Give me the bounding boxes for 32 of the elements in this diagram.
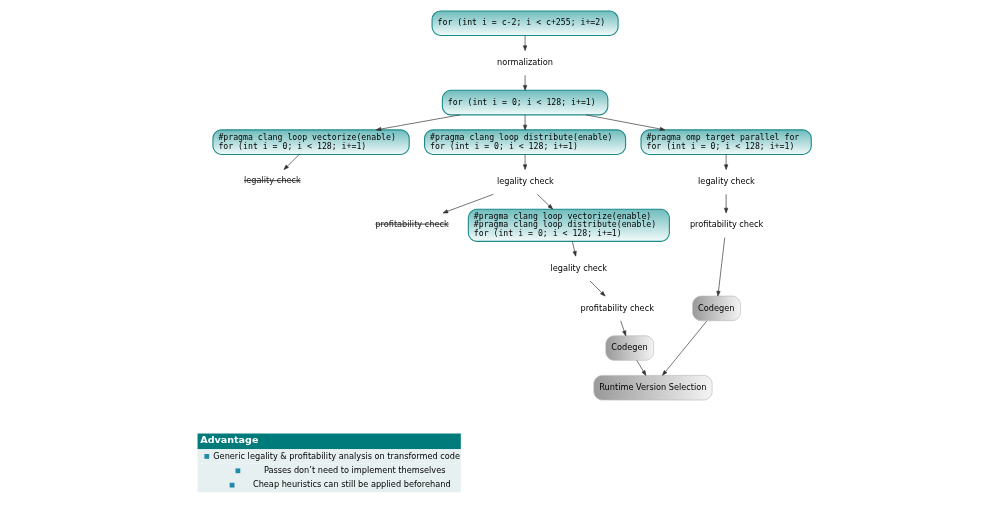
node-text: legality check [549, 262, 607, 273]
node-text: legality check [697, 176, 755, 186]
node-text: profitability check [579, 302, 654, 313]
node-text: profitability check [689, 219, 763, 230]
node-text: legality check [243, 175, 301, 186]
node-text: profitability check [374, 218, 449, 229]
arrow [585, 114, 665, 131]
arrow [375, 114, 460, 132]
arrow [636, 360, 646, 376]
arrow [619, 320, 626, 337]
node-box: Codegen [691, 295, 741, 322]
arrow [536, 193, 553, 210]
node-text: legality check [496, 176, 554, 186]
arrow [442, 193, 494, 214]
arrow [589, 280, 605, 297]
arrow [723, 193, 728, 214]
node-box: Codegen [604, 335, 654, 361]
node-box: for (int i = c-2; i < c+255; i+=2) [431, 10, 619, 37]
arrow [522, 74, 527, 91]
node-box: for (int i = 0; i < 128; i+=1) [441, 89, 608, 116]
arrow [522, 114, 527, 131]
arrow [661, 320, 707, 376]
node-box: #pragma clang loop vectorize(enable) #pragma clang loop distribute(enable) for (int i = 0; i < 128; i+=1) [467, 208, 670, 242]
arrow [522, 35, 527, 51]
node-text: normalization [496, 57, 553, 68]
arrow [522, 154, 527, 170]
arrow [723, 154, 728, 170]
arrow [283, 154, 299, 170]
arrow [571, 241, 577, 257]
node-box: #pragma clang loop distribute(enable) for (int i = 0; i < 128; i+=1) [423, 129, 626, 156]
node-box: Runtime Version Selection [592, 375, 712, 401]
arrow [716, 237, 725, 297]
